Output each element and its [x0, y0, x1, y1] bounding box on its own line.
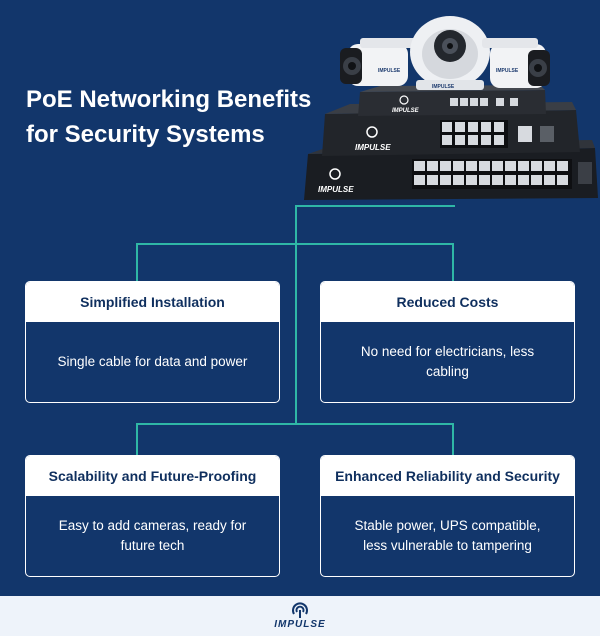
card-description: Stable power, UPS compatible, less vulne… [354, 518, 541, 553]
benefit-card-simplified-installation: Simplified Installation Single cable for… [25, 281, 280, 403]
title-line-1: PoE Networking Benefits [26, 86, 312, 113]
poe-switch-small: IMPULSE [358, 85, 546, 116]
card-description: Single cable for data and power [57, 354, 248, 369]
connector-branch-lower-left [136, 423, 138, 455]
benefit-card-scalability: Scalability and Future-Proofing Easy to … [25, 455, 280, 577]
card-title: Reduced Costs [321, 282, 574, 322]
svg-text:IMPULSE: IMPULSE [392, 108, 420, 114]
connector-trunk-vertical [295, 205, 297, 425]
svg-text:IMPULSE: IMPULSE [378, 68, 401, 74]
card-description: Easy to add cameras, ready for future te… [58, 518, 247, 553]
connector-trunk-top-horizontal [295, 205, 455, 207]
connector-branch-lower-horizontal [136, 423, 454, 425]
svg-text:IMPULSE: IMPULSE [496, 68, 519, 74]
infographic-canvas: PoE Networking Benefits for Security Sys… [0, 0, 600, 596]
impulse-logo-icon [292, 602, 308, 618]
connector-branch-upper-right [452, 243, 454, 281]
card-title: Enhanced Reliability and Security [321, 456, 574, 496]
card-title: Scalability and Future-Proofing [26, 456, 279, 496]
connector-branch-lower-right [452, 423, 454, 455]
poe-hardware-illustration: IMPULSE IMPULSE [304, 16, 598, 200]
connector-branch-upper-left [136, 243, 138, 281]
card-description: No need for electricians, less cabling [360, 344, 535, 379]
footer-brand: IMPULSE [0, 596, 600, 636]
bullet-camera-left: IMPULSE [340, 38, 416, 86]
title-line-2: for Security Systems [26, 121, 265, 148]
benefit-card-reliability-security: Enhanced Reliability and Security Stable… [320, 455, 575, 577]
svg-text:IMPULSE: IMPULSE [318, 185, 354, 194]
svg-text:IMPULSE: IMPULSE [355, 143, 391, 152]
switch-brand-logo: IMPULSE [318, 168, 354, 194]
dome-camera-center: IMPULSE [410, 16, 490, 90]
svg-text:IMPULSE: IMPULSE [432, 84, 455, 90]
connector-branch-upper-horizontal [136, 243, 454, 245]
page-title: PoE Networking Benefits for Security Sys… [26, 82, 336, 152]
footer-brand-name: IMPULSE [274, 619, 326, 630]
card-title: Simplified Installation [26, 282, 279, 322]
benefit-card-reduced-costs: Reduced Costs No need for electricians, … [320, 281, 575, 403]
bullet-camera-right: IMPULSE [482, 38, 550, 88]
